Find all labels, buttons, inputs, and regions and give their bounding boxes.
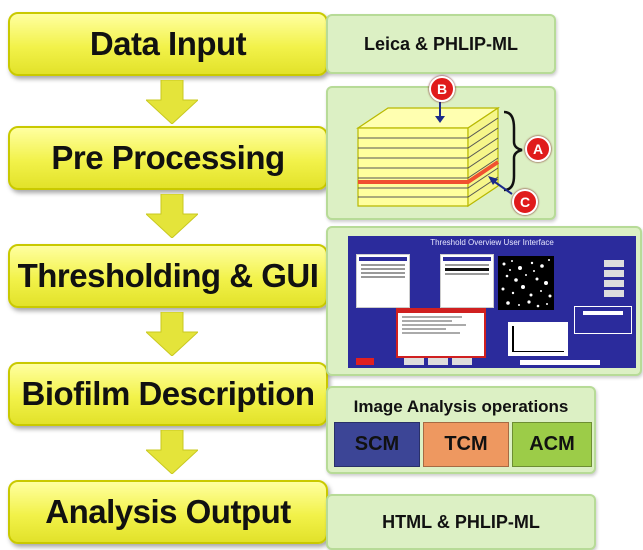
down-arrow-icon <box>146 312 198 356</box>
step-thresholding: Thresholding & GUI <box>8 244 328 308</box>
down-arrow-icon <box>146 430 198 474</box>
gui-red-button[interactable] <box>356 358 374 365</box>
output-format-panel: HTML & PHLIP-ML <box>326 494 596 550</box>
step-analysis-output: Analysis Output <box>8 480 328 544</box>
step-analysis-output-label: Analysis Output <box>45 493 291 530</box>
label-c: C <box>519 194 531 210</box>
gui-button[interactable] <box>428 358 448 365</box>
step-pre-processing: Pre Processing <box>8 126 328 190</box>
gui-window: Threshold Overview User Interface <box>348 236 636 368</box>
operation-acm-label: ACM <box>529 433 575 455</box>
gui-button[interactable] <box>404 358 424 365</box>
image-stack-illustration <box>356 102 523 208</box>
step-biofilm-description: Biofilm Description <box>8 362 328 426</box>
operation-acm: ACM <box>512 422 592 467</box>
operation-tcm-label: TCM <box>444 433 488 455</box>
step-data-input: Data Input <box>8 12 328 76</box>
gui-text-log <box>396 308 486 358</box>
gui-listbox-right <box>440 254 494 308</box>
operations-panel: Image Analysis operations SCM TCM ACM <box>326 386 596 474</box>
gui-status-bar <box>520 360 600 365</box>
label-b: B <box>436 81 448 97</box>
step-biofilm-description-label: Biofilm Description <box>21 375 315 412</box>
stack-front-face <box>357 127 469 207</box>
step-pre-processing-label: Pre Processing <box>51 139 285 176</box>
down-arrow-icon <box>146 194 198 238</box>
label-marker-c: C <box>512 189 538 215</box>
input-format-panel: Leica & PHLIP-ML <box>326 14 556 74</box>
output-format-label: HTML & PHLIP-ML <box>382 511 540 532</box>
input-format-label: Leica & PHLIP-ML <box>363 33 519 54</box>
gui-screenshot-panel: Threshold Overview User Interface <box>326 226 642 376</box>
operation-scm-label: SCM <box>354 433 400 455</box>
operations-title: Image Analysis operations <box>353 397 569 416</box>
operation-scm: SCM <box>334 422 420 467</box>
operation-tcm: TCM <box>423 422 509 467</box>
gui-listbox-left <box>356 254 410 308</box>
label-marker-b: B <box>429 76 455 102</box>
step-data-input-label: Data Input <box>89 25 247 62</box>
gui-histogram <box>508 322 568 356</box>
image-stack-panel: B A C <box>326 76 556 220</box>
label-marker-a: A <box>525 136 551 162</box>
label-a: A <box>532 141 544 157</box>
stack-brace <box>503 110 523 192</box>
gui-button[interactable] <box>452 358 472 365</box>
gui-window-title: Threshold Overview User Interface <box>430 238 554 247</box>
highlighted-slice <box>358 160 500 184</box>
step-thresholding-label: Thresholding & GUI <box>17 257 319 294</box>
gui-settings-box <box>574 306 632 334</box>
down-arrow-icon <box>146 80 198 124</box>
gui-binary-image <box>498 256 554 310</box>
gui-side-controls <box>604 260 624 306</box>
